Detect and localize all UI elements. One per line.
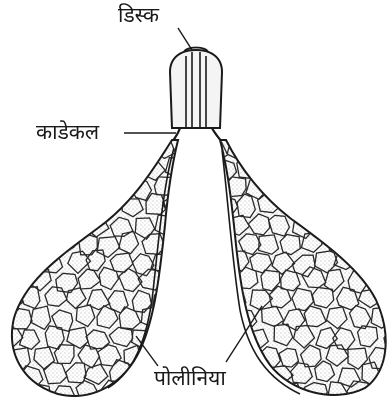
disc <box>170 48 222 129</box>
right-pollen-cell <box>203 251 224 273</box>
left-pollen-cell <box>153 327 177 351</box>
right-pollen-cell <box>379 251 392 270</box>
left-pollen-cell <box>110 143 128 164</box>
left-pollen-cell <box>12 156 35 177</box>
left-pollen-cell <box>64 179 84 200</box>
left-pollen-cell <box>40 214 62 235</box>
right-pollen-cell <box>346 195 369 215</box>
left-pollen-cell <box>22 176 42 195</box>
right-pollen-cell <box>313 216 335 235</box>
left-pollen-cell <box>10 269 29 288</box>
left-pollen-cell <box>108 180 131 202</box>
left-pollen-cell <box>20 215 44 234</box>
right-pollen-cell <box>382 217 392 239</box>
right-pollen-cell <box>338 178 360 197</box>
right-pollen-cell <box>248 141 268 163</box>
left-pollen-cell <box>0 253 22 276</box>
left-pollen-cell <box>95 159 117 179</box>
right-pollen-cell <box>250 364 271 385</box>
right-pollen-cell <box>360 175 381 195</box>
right-pollen-cell <box>372 387 392 408</box>
left-pollen-cell <box>0 179 18 200</box>
left-pollen-cell <box>168 346 186 368</box>
right-pollen-cell <box>370 272 390 292</box>
right-pollen-cell <box>207 213 226 235</box>
left-pollen-cell <box>35 195 56 217</box>
left-pollen-cell <box>22 252 44 272</box>
left-pollen-cell <box>30 232 54 253</box>
right-pollen-cell <box>305 197 326 220</box>
left-pollen-cell <box>79 161 99 183</box>
disc-label: डिस्क <box>118 5 159 26</box>
left-pollen-cell <box>132 137 155 160</box>
left-pollen-cell <box>63 142 85 164</box>
left-pollen-cell <box>53 193 74 216</box>
left-pollen-cell <box>164 237 184 259</box>
left-pollen-cell <box>67 214 87 232</box>
right-pollen-cell <box>205 290 226 312</box>
pollinia-label: पोलीनिया <box>154 368 226 389</box>
right-pollen-cell <box>339 214 361 233</box>
right-pollen-cell <box>347 231 367 252</box>
pollinium-right <box>203 137 392 408</box>
right-pollen-cell <box>306 162 328 182</box>
leader-disc <box>178 28 192 50</box>
right-pollen-cell <box>349 158 373 177</box>
caudicles <box>172 128 222 142</box>
right-pollen-cell <box>291 138 314 161</box>
left-pollen-cell <box>11 231 33 251</box>
right-pollen-cell <box>371 234 392 252</box>
right-pollen-cell <box>328 161 346 180</box>
left-pollen-cell <box>162 268 186 290</box>
left-pollen-cell <box>11 197 31 216</box>
right-pollen-cell <box>204 176 227 197</box>
left-pollen-cell <box>43 175 65 197</box>
left-pollen-cell <box>135 364 154 385</box>
right-pollen-cell <box>357 253 377 275</box>
right-pollen-cell <box>314 176 334 197</box>
right-pollen-cell <box>270 137 291 159</box>
right-pollen-cell <box>217 346 237 366</box>
left-pollen-cell <box>86 177 109 199</box>
left-pollen-cell <box>0 217 19 239</box>
right-pollen-cell <box>257 158 281 179</box>
right-pollen-cell <box>335 141 356 160</box>
right-pollen-cell <box>381 138 392 158</box>
right-pollen-cell <box>280 156 299 179</box>
disc-body <box>170 50 222 128</box>
left-pollen-cell <box>10 384 30 405</box>
right-pollen-cell <box>205 326 227 347</box>
right-pollen-cell <box>258 384 281 402</box>
right-pollen-cell <box>370 159 392 182</box>
left-pollen-cell <box>76 194 96 215</box>
right-pollen-cell <box>275 174 296 195</box>
left-pollen-cell <box>55 157 75 178</box>
right-pollen-cell <box>326 198 348 217</box>
left-pollen-cell <box>124 157 144 177</box>
caudicle-label: काडेकल <box>36 122 99 143</box>
left-pollen-cell <box>34 157 55 181</box>
left-pollen-cell <box>0 365 19 384</box>
pollinium-left-outline <box>12 140 178 396</box>
right-pollen-cell <box>359 212 382 232</box>
right-pollen-cell <box>294 174 316 196</box>
right-pollen-cell <box>240 385 261 407</box>
right-pollen-cell <box>381 175 392 196</box>
right-pollen-cell <box>361 137 383 159</box>
right-pollen-cell <box>216 309 237 329</box>
right-pollen-cell <box>368 195 390 218</box>
left-pollen-cell <box>0 140 20 160</box>
right-pollen-cell <box>284 198 303 217</box>
right-pollen-cell <box>314 141 339 163</box>
left-pollen-cell <box>165 311 186 333</box>
right-pollen-cell <box>228 364 246 384</box>
left-pollen-cell <box>122 385 141 402</box>
